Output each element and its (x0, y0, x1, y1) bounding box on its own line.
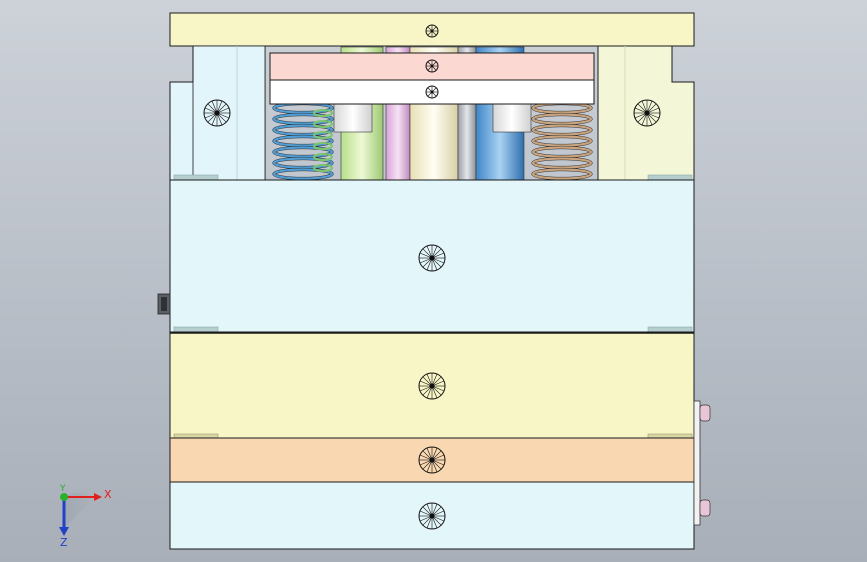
screw-icon-b-plate (418, 372, 446, 400)
screw-set (203, 24, 661, 530)
screw-icon-right-block (633, 99, 661, 127)
y-axis-dot (60, 493, 68, 501)
z-arrow-icon (59, 527, 69, 536)
screw-icon-top-clamp (425, 24, 439, 38)
screw-icon-stripper-plate (418, 446, 446, 474)
screw-icon-left-block (203, 99, 231, 127)
screw-icon-ejector-upper (425, 59, 439, 73)
z-axis-label: Z (60, 536, 68, 549)
locating-pin-left (157, 293, 171, 315)
screw-icon-bottom-clamp (418, 502, 446, 530)
y-axis-label: Y (59, 484, 66, 494)
side-bracket-right (693, 400, 711, 526)
x-axis-label: X (104, 488, 112, 501)
axis-triad: X Y Z (59, 484, 112, 549)
screw-icon-ejector-lower (425, 85, 439, 99)
x-arrow-icon (94, 493, 102, 501)
spring-right (531, 101, 593, 181)
spring-left (272, 101, 334, 181)
screw-icon-a-plate (418, 244, 446, 272)
